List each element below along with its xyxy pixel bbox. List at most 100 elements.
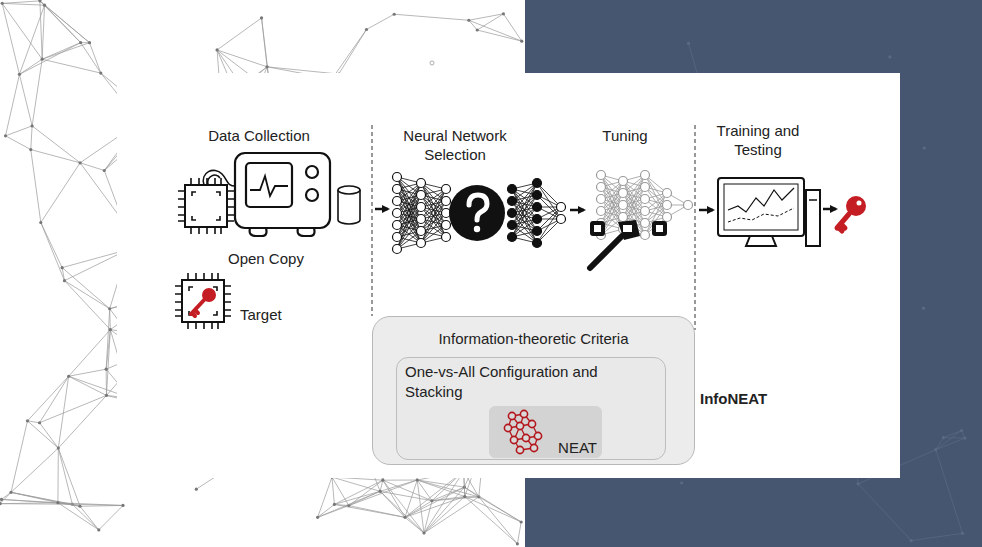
texture-dot bbox=[9, 491, 12, 494]
tuning-tools-part bbox=[623, 225, 632, 232]
texture-dot bbox=[922, 307, 925, 310]
texture-line bbox=[911, 533, 962, 540]
texture-dot bbox=[79, 161, 82, 164]
texture-line bbox=[349, 480, 417, 506]
texture-line bbox=[58, 376, 68, 448]
texture-line bbox=[339, 29, 367, 74]
nn-neuron bbox=[393, 221, 402, 230]
texture-line bbox=[469, 14, 504, 20]
nn-neuron bbox=[508, 185, 517, 194]
oscilloscope-part bbox=[306, 166, 318, 178]
texture-dot bbox=[88, 41, 91, 44]
texture-dot bbox=[316, 516, 319, 519]
texture-line bbox=[19, 74, 32, 126]
neat-neuron bbox=[530, 444, 537, 451]
database-cylinder bbox=[338, 186, 360, 224]
texture-line bbox=[81, 43, 101, 74]
texture-dot bbox=[29, 148, 32, 151]
texture-dot bbox=[103, 169, 106, 172]
texture-line bbox=[19, 43, 80, 75]
flow-arrow-part bbox=[699, 209, 713, 212]
oscilloscope-part bbox=[246, 163, 292, 207]
texture-line bbox=[394, 14, 469, 20]
tuning-tools-part bbox=[618, 220, 640, 240]
texture-line bbox=[106, 330, 110, 396]
texture-line bbox=[31, 126, 32, 150]
nn-neuron bbox=[533, 227, 542, 236]
neat-neuron bbox=[504, 424, 511, 431]
nn-neuron bbox=[641, 219, 650, 228]
question-circle bbox=[449, 185, 505, 241]
target-chip-part bbox=[191, 299, 205, 316]
nn-neuron bbox=[619, 213, 628, 222]
target-chip-part bbox=[189, 287, 217, 315]
tuning-tools-part bbox=[590, 221, 605, 236]
nn-neuron bbox=[641, 183, 650, 192]
texture-line bbox=[943, 430, 961, 437]
texture-line bbox=[503, 14, 521, 41]
open-copy-chip bbox=[178, 170, 236, 234]
nn-neuron bbox=[508, 221, 517, 230]
question-circle-part bbox=[449, 185, 505, 241]
key-icon-part bbox=[837, 214, 849, 231]
white-panel bbox=[117, 73, 900, 478]
texture-dot bbox=[942, 436, 945, 439]
texture-line bbox=[80, 506, 99, 530]
texture-line bbox=[109, 309, 111, 330]
nn-neuron bbox=[417, 227, 426, 236]
texture-dot bbox=[265, 65, 268, 68]
texture-line bbox=[380, 480, 417, 491]
flow-arrow-part bbox=[570, 209, 584, 212]
texture-line bbox=[217, 50, 267, 67]
nn-neuron bbox=[393, 233, 402, 242]
texture-line bbox=[40, 1, 81, 43]
nn-neuron bbox=[597, 183, 606, 192]
texture-dot bbox=[416, 478, 419, 481]
texture-line bbox=[380, 491, 424, 533]
texture-line bbox=[41, 223, 65, 281]
open-copy-chip-part bbox=[203, 170, 236, 186]
target-chip-part bbox=[175, 273, 231, 329]
texture-line bbox=[19, 5, 44, 74]
nn-neuron bbox=[442, 221, 451, 230]
texture-line bbox=[2, 3, 19, 74]
texture-line bbox=[106, 330, 110, 370]
nn-neuron bbox=[393, 197, 402, 206]
neat-neuron bbox=[520, 410, 527, 417]
texture-line bbox=[380, 491, 432, 500]
texture-dot bbox=[97, 528, 100, 531]
nn-link bbox=[537, 207, 561, 243]
database-cylinder-part bbox=[338, 190, 360, 224]
texture-dot bbox=[260, 16, 263, 19]
texture-line bbox=[40, 376, 69, 423]
texture-dot bbox=[38, 0, 41, 2]
texture-line bbox=[262, 18, 268, 67]
texture-line bbox=[57, 448, 58, 503]
nn-neuron bbox=[442, 197, 451, 206]
texture-line bbox=[332, 477, 380, 491]
texture-line bbox=[936, 438, 965, 450]
texture-dot bbox=[910, 539, 913, 542]
nn-neuron bbox=[663, 189, 672, 198]
criteria-panel: Information-theoretic CriteriaOne-vs-All… bbox=[372, 316, 695, 465]
computer-monitor bbox=[718, 178, 820, 246]
texture-dot bbox=[502, 12, 505, 15]
texture-dot bbox=[57, 446, 60, 449]
texture-dot bbox=[4, 134, 7, 137]
method-name: InfoNEAT bbox=[700, 390, 800, 409]
texture-line bbox=[58, 448, 80, 506]
texture-line bbox=[80, 163, 104, 171]
neat-box: NEAT bbox=[489, 406, 602, 458]
texture-dot bbox=[99, 72, 102, 75]
texture-line bbox=[69, 330, 111, 377]
texture-line bbox=[318, 491, 380, 517]
texture-line bbox=[72, 504, 98, 530]
nn-neuron bbox=[417, 203, 426, 212]
texture-line bbox=[936, 430, 962, 449]
texture-line bbox=[40, 395, 107, 422]
neat-neuron bbox=[534, 432, 541, 439]
texture-line bbox=[58, 395, 106, 448]
nn-neuron bbox=[557, 203, 566, 212]
flow-arrow-part bbox=[375, 208, 388, 211]
texture-line bbox=[318, 477, 332, 517]
